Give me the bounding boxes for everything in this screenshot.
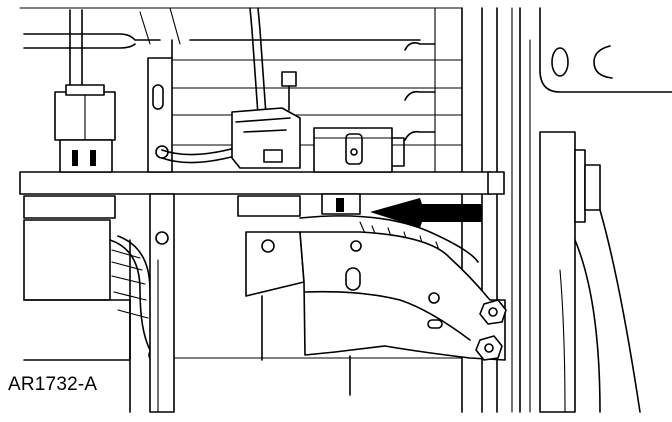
panel-hole-large [593,45,613,79]
cross-bar [19,171,505,195]
vertical-strap [147,39,175,413]
figure-caption: AR1732-A [8,374,98,395]
bolt-lower [475,335,503,361]
mounting-bracket [173,215,507,396]
background-panel-lines [171,7,463,173]
panel-hole-small [551,47,569,77]
bolt-upper [479,299,507,325]
upper-right-connector [313,127,405,215]
left-structures [23,7,181,413]
rod-and-clip [161,7,301,217]
indicator-arrow [370,198,482,228]
hinge-bracket [539,131,641,413]
